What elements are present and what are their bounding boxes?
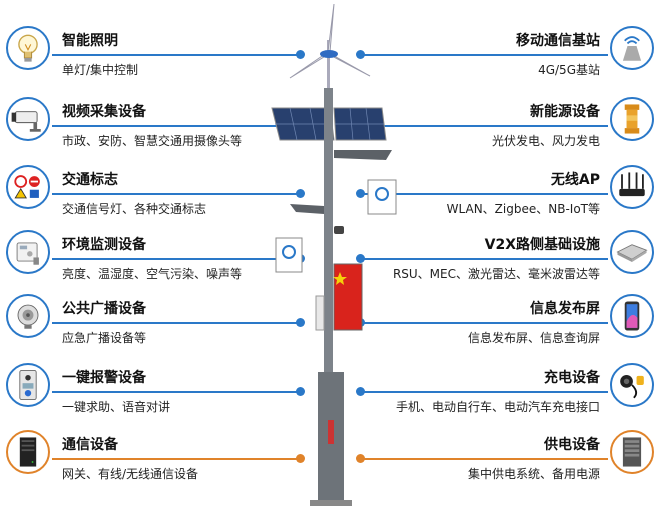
wind-turbine	[289, 3, 371, 90]
feature-one-key-alarm: 一键报警设备 一键求助、语音对讲	[4, 361, 305, 419]
phone-screen-icon	[610, 294, 654, 338]
feature-title: 通信设备	[62, 437, 118, 453]
pole-shaft	[324, 88, 333, 378]
feature-title: 无线AP	[550, 172, 600, 188]
feature-title: 智能照明	[62, 33, 118, 49]
feature-desc: 交通信号灯、各种交通标志	[62, 202, 207, 216]
side-device	[315, 295, 325, 331]
connector-dot	[296, 454, 305, 463]
connector-dot	[296, 387, 305, 396]
feature-title: V2X路侧基础设施	[484, 237, 600, 253]
connector-dot	[296, 318, 305, 327]
feature-desc: 单灯/集中控制	[62, 63, 139, 77]
feature-video-capture: 视频采集设备 市政、安防、智慧交通用摄像头等	[4, 95, 305, 153]
speaker-icon	[6, 294, 50, 338]
connector-line	[52, 258, 300, 260]
pole-camera	[334, 226, 344, 234]
alarm-panel-icon	[6, 363, 50, 407]
feature-title: 新能源设备	[530, 104, 600, 120]
feature-power-supply: 供电设备 集中供电系统、备用电源	[356, 428, 656, 486]
flag-display-screen	[333, 263, 363, 331]
feature-title: 移动通信基站	[516, 33, 600, 49]
upper-arm	[334, 150, 392, 160]
feature-desc: 手机、电动自行车、电动汽车充电接口	[395, 400, 600, 414]
connector-line	[360, 458, 608, 460]
network-cabinet-icon	[6, 430, 50, 474]
energy-device-icon	[610, 97, 654, 141]
pole-foundation	[310, 500, 352, 506]
sign-box-left	[275, 237, 303, 273]
feature-traffic-signs: 交通标志 交通信号灯、各种交通标志	[4, 163, 305, 221]
feature-smart-lighting: 智能照明 单灯/集中控制	[4, 24, 305, 82]
solar-panels	[271, 107, 387, 141]
connector-line	[360, 391, 608, 393]
feature-title: 交通标志	[62, 172, 118, 188]
connector-line	[360, 322, 608, 324]
feature-title: 充电设备	[544, 370, 600, 386]
feature-new-energy: 新能源设备 光伏发电、风力发电	[356, 95, 656, 153]
feature-title: 信息发布屏	[530, 301, 600, 317]
base-station-icon	[610, 26, 654, 70]
base-indicator	[328, 420, 334, 444]
connector-line	[52, 458, 300, 460]
feature-info-display: 信息发布屏 信息发布屏、信息查询屏	[356, 292, 656, 350]
feature-desc: 市政、安防、智慧交通用摄像头等	[62, 134, 243, 148]
power-cabinet-icon	[610, 430, 654, 474]
connector-dot	[356, 189, 365, 198]
connector-line	[360, 125, 608, 127]
smart-pole-illustration	[271, 3, 397, 506]
connector-line	[52, 54, 300, 56]
connector-line	[52, 391, 300, 393]
feature-desc: WLAN、Zigbee、NB-IoT等	[446, 202, 600, 216]
feature-title: 视频采集设备	[62, 104, 146, 120]
feature-charging: 充电设备 手机、电动自行车、电动汽车充电接口	[356, 361, 656, 419]
sensor-icon	[6, 230, 50, 274]
charging-plug-icon	[610, 363, 654, 407]
wifi-router-icon	[610, 165, 654, 209]
feature-desc: 网关、有线/无线通信设备	[62, 467, 199, 481]
connector-dot	[356, 50, 365, 59]
connector-line	[360, 54, 608, 56]
connector-dot	[296, 50, 305, 59]
feature-v2x-roadside: V2X路侧基础设施 RSU、MEC、激光雷达、毫米波雷达等	[356, 228, 656, 286]
feature-desc: 信息发布屏、信息查询屏	[467, 331, 600, 345]
camera-icon	[6, 97, 50, 141]
connector-line	[52, 125, 300, 127]
feature-desc: 光伏发电、风力发电	[491, 134, 600, 148]
sign-box-right	[367, 179, 397, 215]
connector-dot	[356, 254, 365, 263]
connector-line	[360, 258, 608, 260]
connector-dot	[296, 189, 305, 198]
connector-line	[52, 322, 300, 324]
feature-title: 供电设备	[544, 437, 600, 453]
feature-title: 一键报警设备	[62, 370, 146, 386]
feature-desc: 集中供电系统、备用电源	[467, 467, 600, 481]
connector-line	[52, 193, 300, 195]
feature-wireless-ap: 无线AP WLAN、Zigbee、NB-IoT等	[356, 163, 656, 221]
feature-desc: RSU、MEC、激光雷达、毫米波雷达等	[392, 267, 600, 281]
feature-communication-equipment: 通信设备 网关、有线/无线通信设备	[4, 428, 305, 486]
feature-public-broadcast: 公共广播设备 应急广播设备等	[4, 292, 305, 350]
feature-desc: 一键求助、语音对讲	[62, 400, 171, 414]
feature-title: 环境监测设备	[62, 237, 146, 253]
roadside-unit-icon	[610, 230, 654, 274]
feature-mobile-base-station: 移动通信基站 4G/5G基站	[356, 24, 656, 82]
connector-dot	[356, 454, 365, 463]
traffic-sign-icon	[6, 165, 50, 209]
light-bulb-icon	[6, 26, 50, 70]
feature-desc: 应急广播设备等	[62, 331, 147, 345]
feature-environment-monitoring: 环境监测设备 亮度、温湿度、空气污染、噪声等	[4, 228, 305, 286]
connector-line	[360, 193, 608, 195]
connector-dot	[356, 387, 365, 396]
feature-desc: 亮度、温湿度、空气污染、噪声等	[62, 267, 243, 281]
feature-title: 公共广播设备	[62, 301, 146, 317]
lower-arm	[290, 204, 324, 214]
feature-desc: 4G/5G基站	[538, 63, 600, 77]
